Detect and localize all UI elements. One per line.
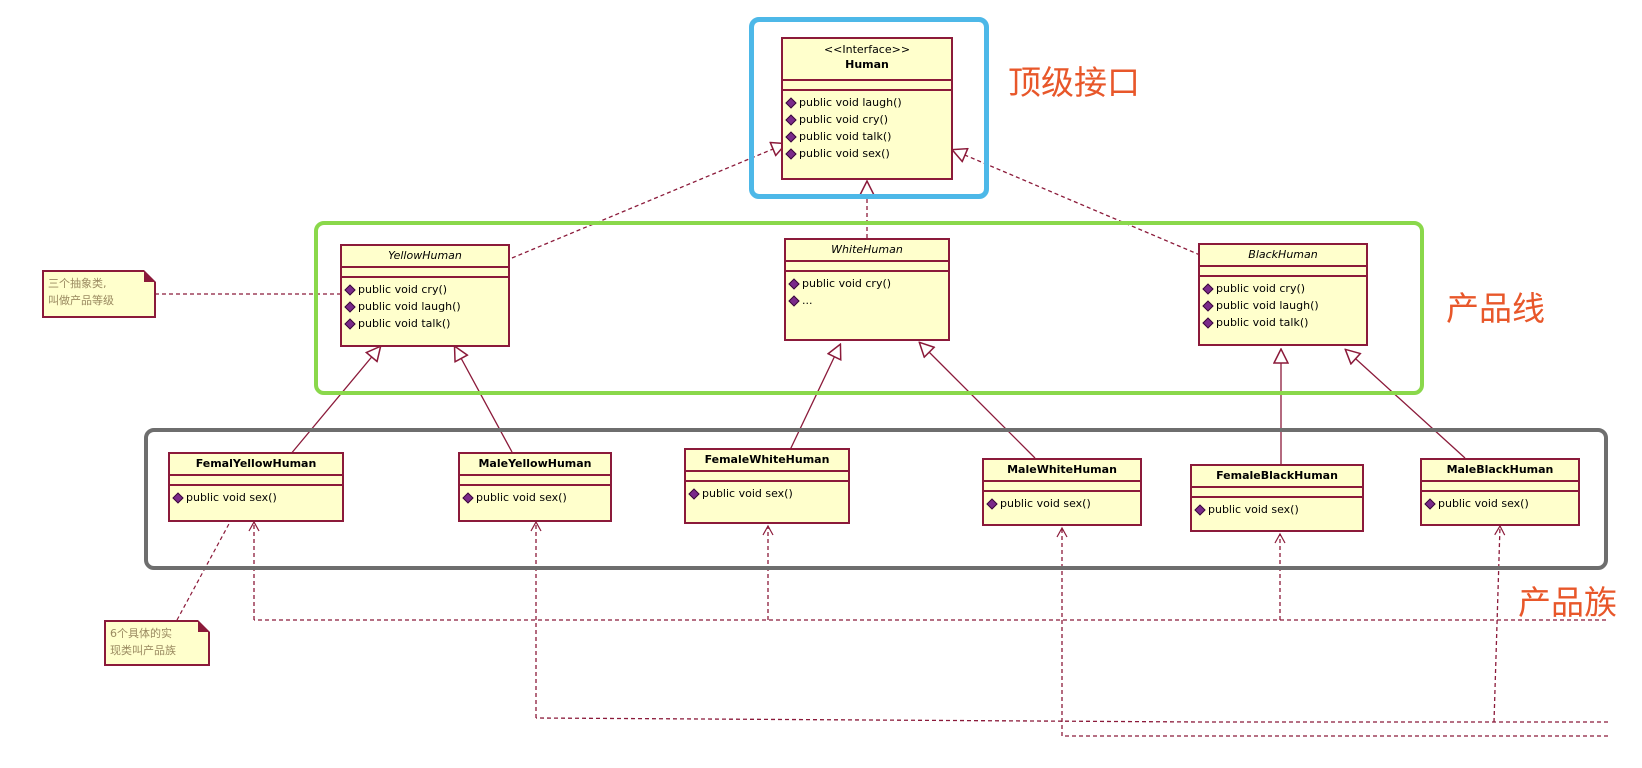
family-dependency-row-2 — [535, 717, 1608, 723]
female-black-human-class[interactable]: FemaleBlackHuman public void sex() — [1190, 464, 1364, 532]
operation-row: public void cry() — [788, 275, 944, 292]
operation-row: public void cry() — [344, 281, 504, 298]
operation-row: ... — [788, 292, 944, 309]
operation-icon — [785, 147, 797, 160]
human-interface-class[interactable]: <<Interface>> Human public void laugh() … — [781, 37, 953, 180]
operation-icon — [172, 491, 184, 504]
class-name: FemaleWhiteHuman — [686, 450, 848, 472]
operation-icon — [986, 497, 998, 510]
operations-compartment: public void sex() — [1422, 492, 1578, 515]
attributes-compartment — [342, 268, 508, 278]
operation-icon — [1194, 503, 1206, 516]
operation-row: public void laugh() — [1202, 297, 1362, 314]
operation-row: public void sex() — [1194, 501, 1358, 518]
femal-yellow-human-class[interactable]: FemalYellowHuman public void sex() — [168, 452, 344, 522]
operation-row: public void laugh() — [785, 94, 947, 111]
operation-icon — [788, 277, 800, 290]
operation-row: public void talk() — [785, 128, 947, 145]
operation-row: public void talk() — [1202, 314, 1362, 331]
operation-icon — [785, 113, 797, 126]
attributes-compartment — [170, 476, 342, 486]
class-name: FemalYellowHuman — [170, 454, 342, 476]
attributes-compartment — [1422, 482, 1578, 492]
operations-compartment: public void sex() — [170, 486, 342, 509]
attributes-compartment — [460, 476, 610, 486]
operations-compartment: public void laugh() public void cry() pu… — [783, 91, 951, 165]
class-name: MaleBlackHuman — [1422, 460, 1578, 482]
class-name: FemaleBlackHuman — [1192, 466, 1362, 488]
class-name: MaleWhiteHuman — [984, 460, 1140, 482]
top-interface-frame — [749, 17, 989, 199]
black-human-class[interactable]: BlackHuman public void cry() public void… — [1198, 243, 1368, 346]
operation-row: public void sex() — [462, 489, 606, 506]
class-name: BlackHuman — [1200, 245, 1366, 267]
operation-icon — [344, 317, 356, 330]
attributes-compartment — [984, 482, 1140, 492]
class-name: WhiteHuman — [786, 240, 948, 262]
operation-icon — [1202, 282, 1214, 295]
operations-compartment: public void cry() public void laugh() pu… — [342, 278, 508, 335]
class-name: Human — [845, 58, 889, 71]
operation-icon — [785, 130, 797, 143]
attributes-compartment — [686, 472, 848, 482]
attributes-compartment — [1200, 267, 1366, 277]
operation-row: public void sex() — [986, 495, 1136, 512]
operation-icon — [788, 294, 800, 307]
class-name: MaleYellowHuman — [460, 454, 610, 476]
concrete-classes-note[interactable]: 6个具体的实 现类叫产品族 — [104, 620, 210, 666]
operation-icon — [1424, 497, 1436, 510]
operation-row: public void cry() — [1202, 280, 1362, 297]
abstract-classes-note[interactable]: 三个抽象类, 叫做产品等级 — [42, 270, 156, 318]
top-interface-label: 顶级接口 — [1008, 63, 1140, 102]
operations-compartment: public void cry() ... — [786, 272, 948, 312]
stereotype-label: <<Interface>> — [823, 43, 911, 56]
operation-icon — [785, 96, 797, 109]
attributes-compartment — [1192, 488, 1362, 498]
female-white-human-class[interactable]: FemaleWhiteHuman public void sex() — [684, 448, 850, 524]
operation-row: public void sex() — [1424, 495, 1574, 512]
product-family-frame — [144, 428, 1608, 570]
note-corner — [144, 270, 156, 282]
product-line-frame — [314, 221, 1424, 395]
attributes-compartment — [783, 81, 951, 91]
operations-compartment: public void cry() public void laugh() pu… — [1200, 277, 1366, 334]
operation-icon — [344, 283, 356, 296]
operation-icon — [688, 487, 700, 500]
operations-compartment: public void sex() — [1192, 498, 1362, 521]
attributes-compartment — [786, 262, 948, 272]
yellow-human-class[interactable]: YellowHuman public void cry() public voi… — [340, 244, 510, 347]
operation-row: public void sex() — [785, 145, 947, 162]
operation-row: public void sex() — [688, 485, 844, 502]
operation-row: public void sex() — [172, 489, 338, 506]
male-white-human-class[interactable]: MaleWhiteHuman public void sex() — [982, 458, 1142, 526]
operation-icon — [1202, 299, 1214, 312]
operation-row: public void talk() — [344, 315, 504, 332]
male-black-human-class[interactable]: MaleBlackHuman public void sex() — [1420, 458, 1580, 526]
note-corner — [198, 620, 210, 632]
operations-compartment: public void sex() — [460, 486, 610, 509]
operation-icon — [1202, 316, 1214, 329]
white-human-class[interactable]: WhiteHuman public void cry() ... — [784, 238, 950, 341]
product-family-label: 产品族 — [1518, 583, 1617, 622]
product-line-label: 产品线 — [1446, 289, 1545, 328]
class-name: YellowHuman — [342, 246, 508, 268]
operations-compartment: public void sex() — [984, 492, 1140, 515]
operation-icon — [462, 491, 474, 504]
operation-icon — [344, 300, 356, 313]
male-yellow-human-class[interactable]: MaleYellowHuman public void sex() — [458, 452, 612, 522]
class-header: <<Interface>> Human — [783, 39, 951, 81]
operations-compartment: public void sex() — [686, 482, 848, 505]
operation-row: public void cry() — [785, 111, 947, 128]
operation-row: public void laugh() — [344, 298, 504, 315]
